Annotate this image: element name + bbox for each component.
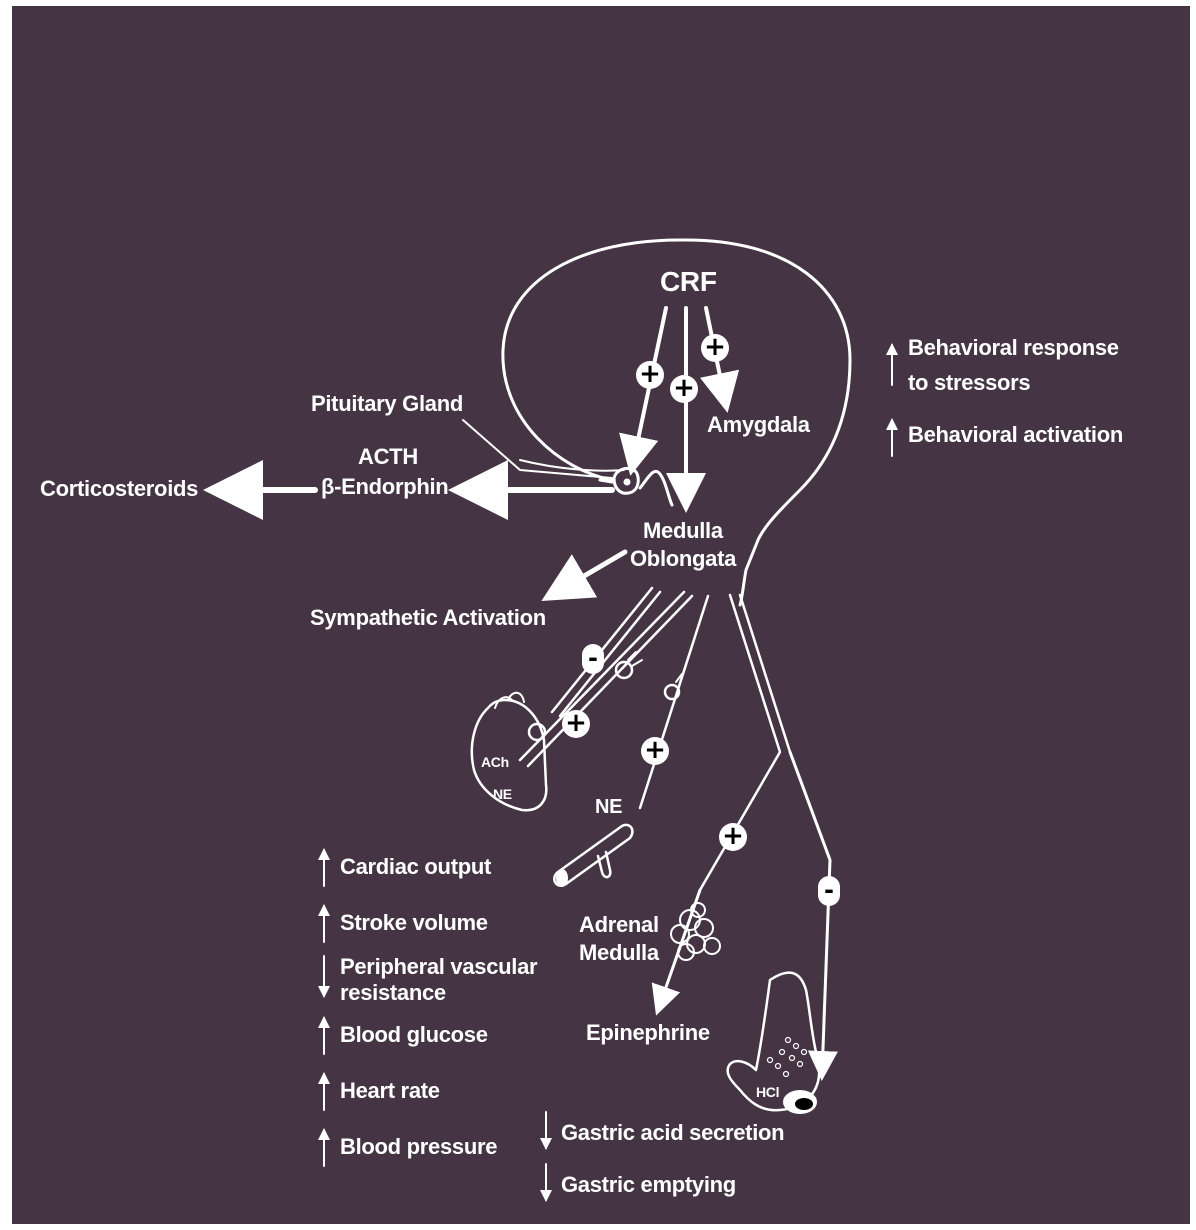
- ach-label: ACh: [481, 754, 509, 770]
- ne-heart-label: NE: [493, 786, 512, 802]
- gastric-emptying-label: Gastric emptying: [561, 1172, 736, 1197]
- gastric-acid-label: Gastric acid secretion: [561, 1120, 785, 1145]
- vagal-nerve-2: [558, 590, 662, 718]
- brain-outline: [501, 238, 852, 607]
- medulla-label-line1: Medulla: [643, 518, 723, 543]
- hcl-label: HCl: [756, 1084, 780, 1100]
- adrenal-label-line1: Adrenal: [579, 912, 659, 937]
- vessel-opening: [556, 869, 568, 887]
- crf-label: CRF: [660, 266, 717, 297]
- corticosteroids-label: Corticosteroids: [40, 476, 199, 501]
- crf-medulla-plus-sign: +: [670, 375, 698, 403]
- sympathetic-heart-nerve-2: [526, 594, 694, 768]
- ne-vessel-label: NE: [595, 796, 623, 818]
- synapse-1: [627, 651, 643, 667]
- endorphin-label: β-Endorphin: [321, 474, 449, 499]
- vessel-branch: [596, 850, 612, 879]
- adrenal-plus-sign: +: [719, 823, 747, 851]
- adrenal-label-line2: Medulla: [579, 940, 659, 965]
- pituitary-dot: [623, 478, 631, 486]
- pituitary-stalk: [519, 459, 625, 472]
- amygdala-label: Amygdala: [707, 412, 810, 437]
- cardiac-output-label: Cardiac output: [340, 854, 492, 879]
- sympathetic-heart-nerve: [518, 590, 686, 762]
- pvr-label-line2: resistance: [340, 980, 446, 1005]
- blood-pressure-label: Blood pressure: [340, 1134, 498, 1159]
- epinephrine-label: Epinephrine: [586, 1020, 710, 1045]
- behavioral-response-label-line2: to stressors: [908, 370, 1031, 395]
- pituitary-label: Pituitary Gland: [311, 391, 463, 416]
- medulla-label-line2: Oblongata: [630, 546, 737, 571]
- pvr-label-line1: Peripheral vascular: [340, 954, 538, 979]
- heart-shape: [470, 698, 548, 812]
- diagram-background: [12, 6, 1190, 1224]
- vessel-nerve: [638, 594, 710, 810]
- ganglion-1: [614, 660, 634, 680]
- sympathetic-label: Sympathetic Activation: [310, 605, 546, 630]
- vessel-plus-sign: +: [641, 737, 669, 765]
- sympathetic-arrow: [541, 549, 628, 602]
- stomach-nerve-arrow: [788, 750, 838, 1081]
- behavioral-activation-label: Behavioral activation: [908, 422, 1124, 447]
- stroke-volume-label: Stroke volume: [340, 910, 488, 935]
- brain-stem-left: [598, 478, 614, 484]
- behavioral-response-label-line1: Behavioral response: [908, 335, 1119, 360]
- acid-dots: [766, 1036, 808, 1078]
- hypothalamus-curve: [638, 469, 674, 507]
- pituitary-pointer: [462, 419, 613, 479]
- crf-pituitary-plus-sign: +: [636, 361, 664, 389]
- stomach-minus-sign: -: [818, 876, 840, 906]
- adrenal-gland: [670, 902, 721, 961]
- heart-rate-label: Heart rate: [340, 1078, 440, 1103]
- acth-label: ACTH: [358, 444, 418, 469]
- stomach-shape: [726, 971, 821, 1112]
- vagal-minus-sign: -: [582, 644, 604, 674]
- crf-amygdala-plus-sign: +: [701, 334, 729, 362]
- heart-vessels: [494, 691, 525, 709]
- synapse-2: [675, 673, 683, 683]
- ganglion-2: [527, 722, 547, 742]
- ganglion-3: [663, 683, 681, 701]
- blood-glucose-label: Blood glucose: [340, 1022, 488, 1047]
- heart-plus-sign: +: [562, 710, 590, 738]
- vessel-shape: [553, 823, 634, 887]
- splanchnic-nerve-b: [738, 593, 792, 754]
